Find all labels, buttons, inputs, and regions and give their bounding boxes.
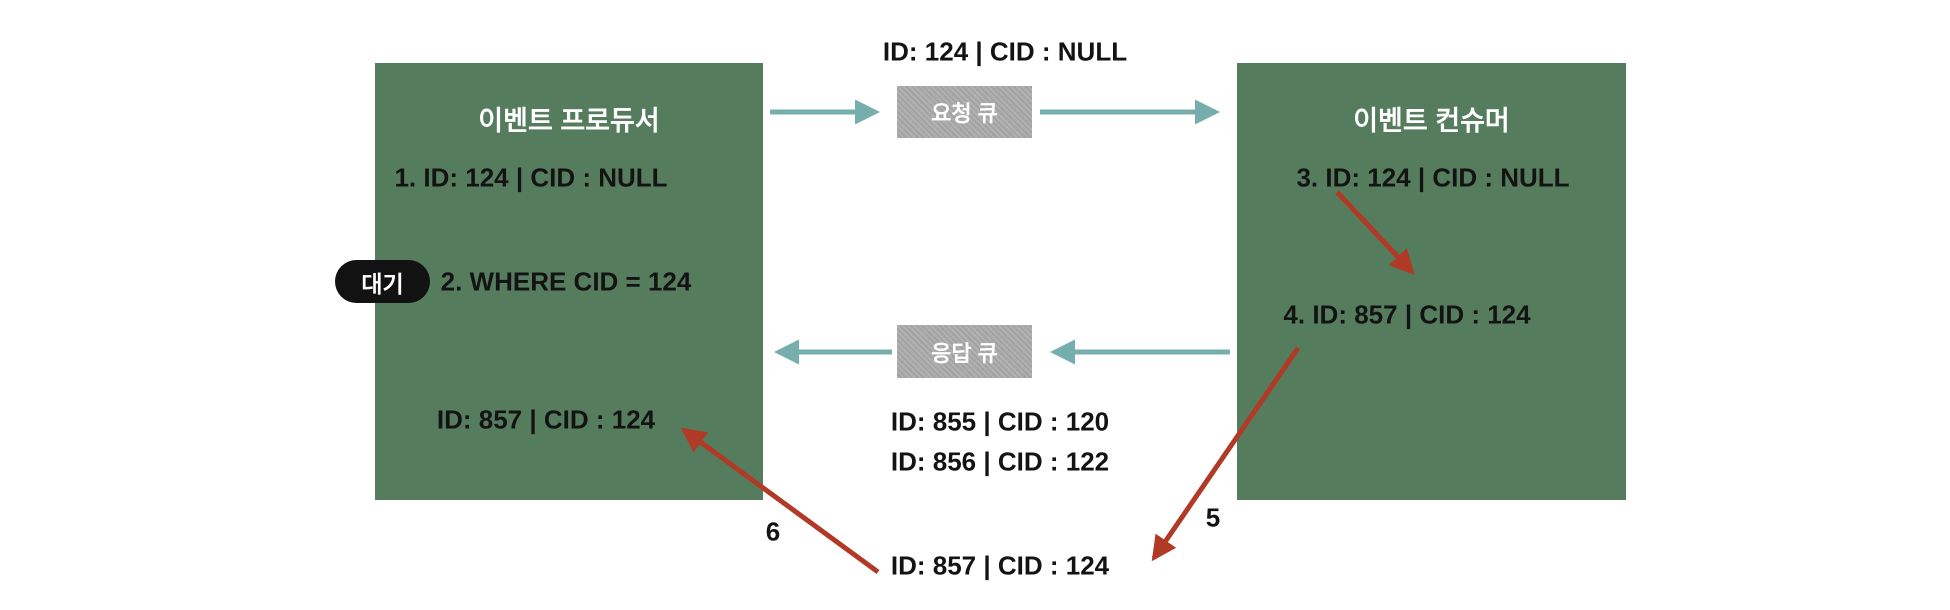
reply-message-text: ID: 857 | CID : 124 bbox=[890, 550, 1110, 581]
event-producer-title: 이벤트 프로듀서 bbox=[478, 106, 660, 136]
consumer-step3-text: 3. ID: 124 | CID : NULL bbox=[1296, 162, 1570, 193]
response-queue-box: 응답 큐 bbox=[897, 325, 1032, 378]
producer-result-text: ID: 857 | CID : 124 bbox=[436, 404, 656, 435]
event-consumer-title: 이벤트 컨슈머 bbox=[1353, 106, 1510, 136]
step6-label: 6 bbox=[765, 516, 781, 547]
consumer-step4-text: 4. ID: 857 | CID : 124 bbox=[1283, 299, 1531, 330]
request-message-text: ID: 124 | CID : NULL bbox=[882, 36, 1128, 67]
event-consumer-box: 이벤트 컨슈머 3. ID: 124 | CID : NULL 4. ID: 8… bbox=[1237, 63, 1626, 500]
producer-step1-text: 1. ID: 124 | CID : NULL bbox=[394, 162, 668, 193]
producer-step2-text: 2. WHERE CID = 124 bbox=[440, 266, 692, 297]
response-message-855-text: ID: 855 | CID : 120 bbox=[890, 406, 1110, 437]
event-producer-box: 이벤트 프로듀서 1. ID: 124 | CID : NULL 2. WHER… bbox=[335, 63, 763, 500]
step5-label: 5 bbox=[1205, 502, 1221, 533]
request-queue-box: 요청 큐 bbox=[897, 86, 1032, 138]
wait-badge: 대기 bbox=[335, 260, 430, 303]
response-queue-label: 응답 큐 bbox=[931, 340, 998, 366]
wait-badge-label: 대기 bbox=[361, 270, 404, 297]
response-message-856-text: ID: 856 | CID : 122 bbox=[890, 446, 1110, 477]
request-queue-label: 요청 큐 bbox=[931, 101, 998, 126]
